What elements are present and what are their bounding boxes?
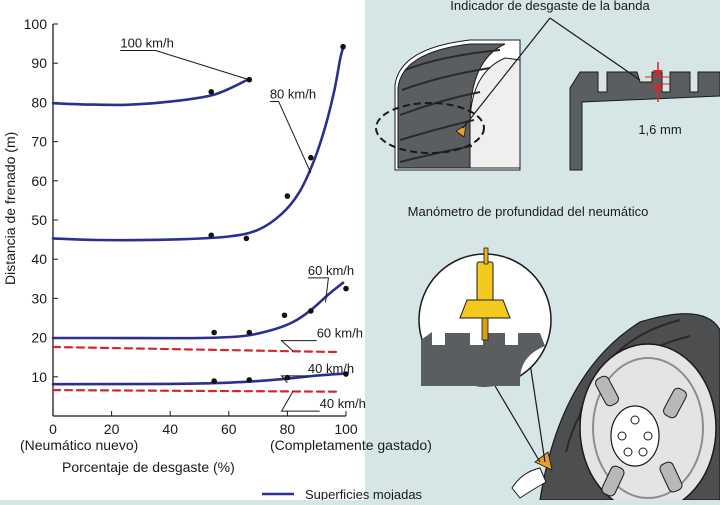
data-point	[308, 308, 314, 314]
y-tick-label: 60	[31, 173, 47, 189]
x-tick-label: 20	[104, 421, 120, 437]
series-line-wet-100-km-h	[51, 77, 251, 107]
series-line-dry-40-km-h	[51, 389, 342, 393]
series-layer	[51, 46, 345, 393]
series-line-wet-80-km-h	[51, 46, 345, 242]
x-tick-note-new: (Neumático nuevo)	[20, 437, 138, 453]
x-tick-label: 40	[162, 421, 178, 437]
axis-ticks: 10 20 30 40 50 60 70 80 90 100 0 20 40 60 80 100	[24, 16, 358, 437]
illustration-panel: Indicador de desgaste de la banda	[375, 0, 720, 505]
data-point	[281, 312, 288, 319]
groove-cross-section: 1,6 mm	[549, 17, 720, 171]
wear-indicator-highlight	[375, 102, 485, 154]
data-point	[211, 378, 217, 384]
series-labels: 100 km/h 80 km/h 60 km/h 60 km/h 40 km/h 40 k…	[120, 36, 366, 412]
series-label: 60 km/h	[308, 263, 354, 278]
data-point	[284, 193, 291, 199]
series-label-leader	[269, 100, 312, 174]
tread-closeup-illustration	[375, 17, 551, 171]
y-tick-label: 70	[31, 134, 47, 150]
series-line-dry-60-km-h	[51, 345, 342, 354]
y-tick-label: 30	[31, 290, 47, 306]
series-label: 40 km/h	[308, 361, 354, 376]
x-tick-label: 100	[334, 421, 358, 437]
gauge-body	[476, 261, 494, 303]
x-tick-note-worn: (Completamente gastado)	[270, 437, 432, 453]
series-label: 60 km/h	[317, 326, 363, 341]
data-point	[208, 89, 215, 95]
series-label-leader	[280, 340, 317, 352]
y-tick-label: 80	[31, 94, 47, 110]
data-point	[343, 371, 349, 377]
y-tick-label: 50	[31, 212, 47, 228]
series-label-leader	[280, 390, 320, 412]
x-tick-label: 0	[49, 421, 57, 437]
gauge-callout	[418, 247, 552, 387]
data-point	[246, 329, 253, 336]
wear-indicator-label: Indicador de desgaste de la banda	[450, 0, 650, 13]
series-label: 80 km/h	[270, 86, 316, 101]
points-layer	[208, 43, 349, 384]
x-tick-label: 80	[280, 421, 296, 437]
wheel-illustration	[511, 313, 720, 505]
data-point	[208, 232, 215, 239]
x-axis-label: Porcentaje de desgaste (%)	[62, 459, 235, 475]
data-point	[243, 235, 250, 242]
legend-label-wet: Superficies mojadas	[305, 487, 423, 500]
y-tick-label: 100	[24, 16, 48, 32]
series-label-leader	[280, 375, 308, 384]
y-tick-label: 20	[31, 330, 47, 346]
data-point	[246, 377, 253, 383]
series-label: 100 km/h	[120, 36, 173, 51]
series-line-wet-60-km-h	[51, 281, 345, 340]
data-point	[211, 329, 217, 336]
chart-background	[0, 0, 365, 500]
y-tick-label: 40	[31, 251, 47, 267]
y-tick-label: 10	[31, 369, 47, 385]
gauge-label: Manómetro de profundidad del neumático	[408, 204, 649, 219]
y-axis-label: Distancia de frenado (m)	[2, 132, 18, 285]
braking-distance-chart: 10 20 30 40 50 60 70 80 90 100 0 20 40 60 80 100 100 km…	[2, 16, 432, 502]
series-label: 40 km/h	[320, 396, 366, 411]
data-point	[246, 76, 253, 83]
x-tick-label: 60	[221, 421, 237, 437]
data-point	[340, 43, 346, 50]
data-point	[343, 285, 349, 292]
y-tick-label: 90	[31, 55, 47, 71]
data-point	[308, 154, 314, 161]
series-line-wet-40-km-h	[51, 372, 345, 386]
legend: Superficies mojadas	[262, 487, 423, 502]
series-label-leader	[120, 50, 247, 80]
series-label-leader	[307, 277, 329, 303]
tread-depth-label: 1,6 mm	[638, 122, 681, 137]
